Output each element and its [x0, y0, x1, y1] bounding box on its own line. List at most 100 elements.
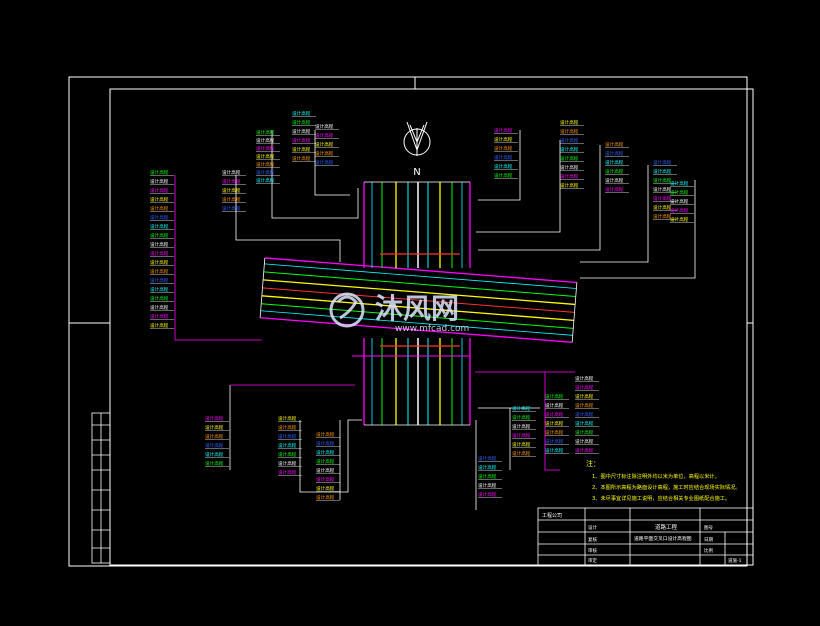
outer-border: [68, 76, 748, 567]
elevation-label: 设计高程: [545, 438, 564, 445]
elevation-label: 设计高程: [653, 159, 672, 166]
elevation-label: 设计高程: [315, 123, 334, 130]
elevation-label: 设计高程: [150, 178, 169, 185]
elevation-label: 设计高程: [150, 286, 169, 293]
elevation-label: 设计高程: [316, 449, 335, 456]
elevation-label: 设计高程: [150, 277, 169, 284]
elevation-label: 设计高程: [222, 187, 241, 194]
elevation-label: 设计高程: [315, 150, 334, 157]
elevation-label: 设计高程: [316, 467, 335, 474]
elevation-label: 设计高程: [150, 187, 169, 194]
elevation-label: 设计高程: [545, 447, 564, 454]
elevation-label: 设计高程: [653, 186, 672, 193]
elevation-label: 设计高程: [278, 442, 297, 449]
elevation-label: 设计高程: [205, 460, 224, 467]
elevation-label: 设计高程: [315, 141, 334, 148]
elevation-label: 设计高程: [494, 172, 513, 179]
elevation-label: 设计高程: [256, 153, 275, 160]
elevation-label: 设计高程: [278, 424, 297, 431]
elevation-label: 设计高程: [292, 146, 311, 153]
elevation-label: 设计高程: [256, 129, 275, 136]
watermark: 沐风网 www.mfcad.com: [329, 292, 469, 334]
elevation-label: 设计高程: [256, 145, 275, 152]
elevation-label: 设计高程: [150, 313, 169, 320]
elevation-label: 设计高程: [545, 411, 564, 418]
elevation-label: 设计高程: [292, 155, 311, 162]
elevation-label: 设计高程: [575, 438, 594, 445]
elevation-label: 设计高程: [512, 414, 531, 421]
elevation-label: 设计高程: [560, 182, 579, 189]
elevation-label: 设计高程: [222, 196, 241, 203]
north-arrow: N: [403, 121, 431, 178]
elevation-label: 设计高程: [575, 411, 594, 418]
elevation-label: 设计高程: [222, 178, 241, 185]
elevation-label: 设计高程: [316, 458, 335, 465]
north-south-road: [352, 181, 471, 426]
elevation-label: 设计高程: [150, 241, 169, 248]
elevation-label: 设计高程: [670, 180, 689, 187]
elevation-label: 设计高程: [150, 205, 169, 212]
elevation-label: 设计高程: [560, 164, 579, 171]
label-group-left-a: 设计高程设计高程设计高程设计高程设计高程设计高程设计高程设计高程设计高程设计高程…: [150, 169, 174, 329]
elevation-label: 设计高程: [494, 163, 513, 170]
elevation-label: 设计高程: [150, 304, 169, 311]
elevation-label: 设计高程: [560, 119, 579, 126]
elevation-label: 设计高程: [545, 402, 564, 409]
title-cell-5: 图号: [704, 525, 713, 531]
elevation-label: 设计高程: [670, 216, 689, 223]
note-2: 2、本图所示高程为路面设计高程，施工时应结合现场实际情况。: [592, 483, 741, 491]
elevation-label: 设计高程: [256, 161, 275, 168]
elevation-label: 设计高程: [653, 168, 672, 175]
elevation-label: 设计高程: [256, 137, 275, 144]
elevation-label: 设计高程: [653, 204, 672, 211]
revision-table: [91, 412, 111, 564]
elevation-label: 设计高程: [512, 423, 531, 430]
title-cell-1: 设计: [588, 524, 597, 531]
elevation-label: 设计高程: [575, 393, 594, 400]
title-block: 工程公司 道路工程 道路平面交叉口设计高程图 设计 复核 审核 审定 图号 日期…: [537, 507, 754, 566]
elevation-label: 设计高程: [256, 169, 275, 176]
north-letter: N: [413, 167, 420, 178]
elevation-label: 设计高程: [292, 110, 311, 117]
elevation-label: 设计高程: [575, 402, 594, 409]
elevation-label: 设计高程: [150, 295, 169, 302]
elevation-label: 设计高程: [512, 441, 531, 448]
elevation-label: 设计高程: [205, 442, 224, 449]
title-cell-4: 审定: [588, 557, 597, 564]
elevation-label: 设计高程: [478, 455, 497, 462]
notes: 注： 1、图中尺寸标注除注明外均以米为单位，高程以米计。 2、本图所示高程为路面…: [586, 459, 741, 502]
elevation-label: 设计高程: [670, 207, 689, 214]
elevation-label: 设计高程: [292, 128, 311, 135]
elevation-label: 设计高程: [150, 223, 169, 230]
elevation-label: 设计高程: [205, 451, 224, 458]
elevation-label: 设计高程: [494, 136, 513, 143]
elevation-label: 设计高程: [478, 482, 497, 489]
elevation-label: 设计高程: [278, 469, 297, 476]
elevation-label: 设计高程: [545, 393, 564, 400]
east-west-road: [259, 257, 578, 343]
elevation-label: 设计高程: [315, 132, 334, 139]
elevation-label: 设计高程: [478, 464, 497, 471]
watermark-brand: 沐风网: [375, 292, 459, 325]
elevation-label: 设计高程: [150, 232, 169, 239]
note-1: 1、图中尺寸标注除注明外均以米为单位，高程以米计。: [592, 472, 720, 480]
elevation-label: 设计高程: [205, 433, 224, 440]
title-drawing: 道路平面交叉口设计高程图: [634, 535, 692, 542]
elevation-label: 设计高程: [494, 154, 513, 161]
elevation-label: 设计高程: [605, 168, 624, 175]
leader-lines: [174, 130, 696, 510]
notes-title: 注：: [586, 459, 600, 468]
elevation-label: 设计高程: [575, 420, 594, 427]
elevation-label: 设计高程: [278, 460, 297, 467]
elevation-label: 设计高程: [653, 213, 672, 220]
elevation-label: 设计高程: [545, 420, 564, 427]
elevation-label: 设计高程: [575, 429, 594, 436]
